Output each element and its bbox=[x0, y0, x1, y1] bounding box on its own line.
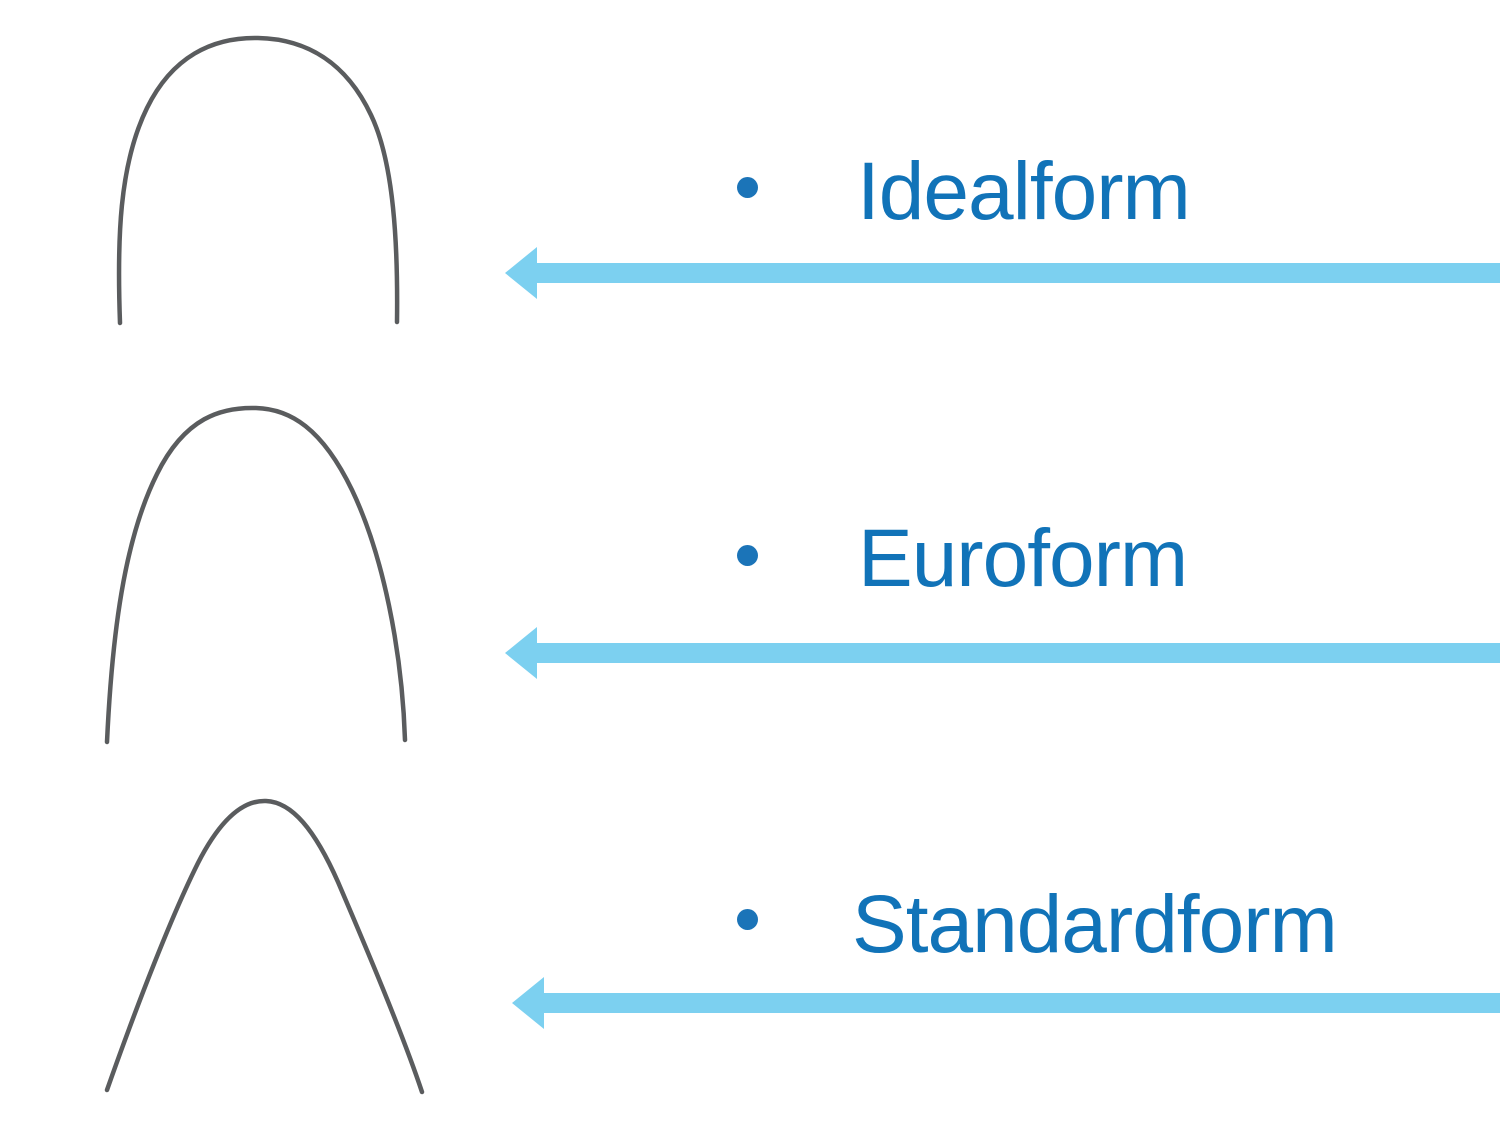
bullet-idealform bbox=[737, 177, 758, 198]
left-arrow-shape bbox=[505, 247, 1500, 299]
archwire-ideal-form-path bbox=[116, 35, 400, 326]
archwire-euro-form-image bbox=[104, 405, 408, 745]
left-arrow-shape bbox=[512, 977, 1500, 1029]
left-arrow-idealform-icon bbox=[505, 247, 1500, 299]
archwire-standard-form-image bbox=[104, 798, 425, 1095]
bullet-euroform bbox=[737, 545, 758, 566]
archwire-standard-form-path bbox=[104, 798, 425, 1095]
archwire-euro-form-path bbox=[104, 405, 408, 745]
left-arrow-euroform-icon bbox=[505, 627, 1500, 679]
label-euroform: Euroform bbox=[858, 513, 1188, 604]
left-arrow-shape bbox=[505, 627, 1500, 679]
bullet-standardform bbox=[737, 909, 758, 930]
left-arrow-standardform-icon bbox=[512, 977, 1500, 1029]
archwire-ideal-form-image bbox=[116, 35, 400, 326]
label-idealform: Idealform bbox=[857, 146, 1191, 237]
label-standardform: Standardform bbox=[852, 879, 1338, 970]
